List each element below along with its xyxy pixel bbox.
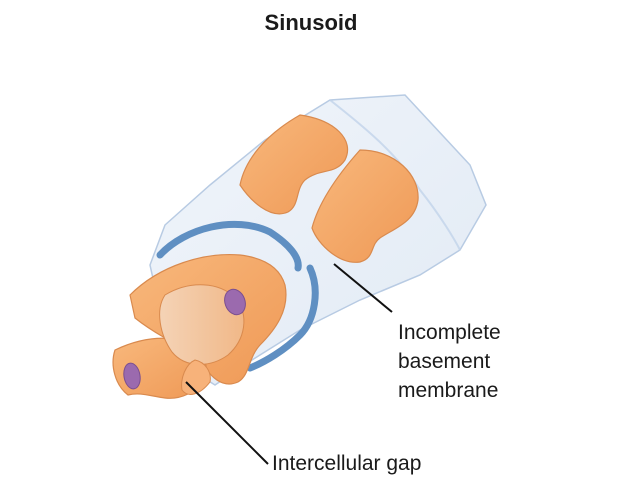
nucleus-upper	[224, 288, 246, 316]
gap-leader-line	[185, 381, 269, 465]
far-endothelial-cells	[239, 114, 419, 263]
membrane-label-line-1: Incomplete	[398, 321, 501, 344]
membrane-label-line-2: basement	[398, 350, 491, 373]
nucleus-lower	[123, 362, 141, 390]
membrane-band-lower	[246, 264, 319, 372]
intercellular-gap-label: Intercellular gap	[272, 452, 422, 475]
membrane-label-line-3: membrane	[398, 379, 499, 402]
membrane-band-upper	[156, 220, 302, 272]
nuclei	[123, 288, 246, 390]
membrane-leader-line	[333, 263, 393, 313]
diagram-title: Sinusoid	[264, 10, 358, 35]
incomplete-basement-membrane-label: Incomplete basement membrane	[398, 318, 501, 405]
